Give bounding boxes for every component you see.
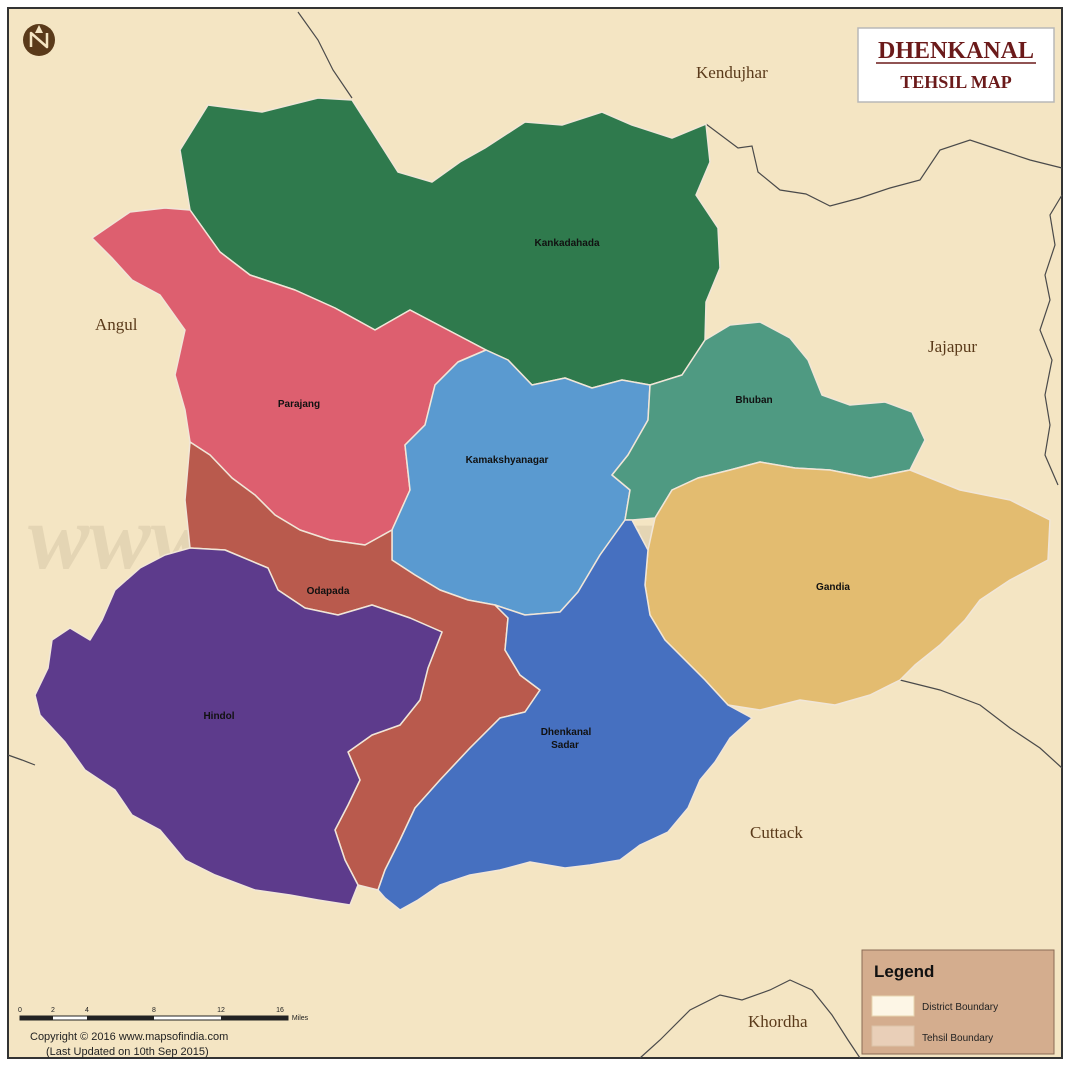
tehsil-region-dhenkanal-sadar[interactable] [377, 519, 753, 911]
copyright-text: Copyright © 2016 www.mapsofindia.com [30, 1031, 228, 1043]
tehsil-label-hindol: Hindol [203, 711, 234, 722]
title-box: DHENKANAL TEHSIL MAP [857, 27, 1055, 103]
scale-unit-label: Miles [292, 1015, 309, 1022]
legend-item-district-boundary: District Boundary [922, 1002, 998, 1013]
tehsil-label-sadar: Sadar [551, 740, 579, 751]
map-title: DHENKANAL [878, 38, 1034, 64]
scale-bar-segment [20, 1016, 53, 1020]
legend-item-tehsil-boundary: Tehsil Boundary [922, 1033, 993, 1044]
map-subtitle: TEHSIL MAP [900, 72, 1012, 92]
neighbor-label-cuttack: Cuttack [750, 823, 803, 842]
district-boundary-line [7, 754, 36, 766]
tehsil-label-odapada: Odapada [307, 586, 350, 597]
district-boundary-line [899, 679, 1063, 769]
scale-tick-label: 8 [152, 1007, 156, 1014]
legend-swatch-tehsil [871, 1025, 915, 1047]
district-boundaries [7, 11, 1063, 1059]
tehsil-regions [34, 97, 1051, 911]
tehsil-region-hindol[interactable] [34, 547, 443, 906]
tehsil-label-dhenkanal: Dhenkanal [541, 727, 592, 738]
scale-tick-label: 2 [51, 1007, 55, 1014]
scale-tick-label: 4 [85, 1007, 89, 1014]
last-updated-text: (Last Updated on 10th Sep 2015) [46, 1046, 209, 1058]
tehsil-label-kankadahada: Kankadahada [534, 238, 599, 249]
district-boundary-line [639, 979, 861, 1059]
legend-title: Legend [874, 962, 934, 981]
scale-bar-segment [221, 1016, 288, 1020]
scale-tick-label: 0 [18, 1007, 22, 1014]
tehsil-label-parajang: Parajang [278, 399, 320, 410]
legend: Legend District Boundary Tehsil Boundary [861, 949, 1055, 1055]
scale-tick-label: 12 [217, 1007, 225, 1014]
north-arrow-icon [23, 24, 55, 56]
neighbor-label-khordha: Khordha [748, 1012, 808, 1031]
district-boundary-line [705, 123, 1063, 207]
district-boundary-line [1039, 194, 1063, 486]
compass-arrow [35, 25, 43, 33]
district-boundary-line [297, 11, 353, 99]
scale-tick-label: 16 [276, 1007, 284, 1014]
neighbor-label-angul: Angul [95, 315, 138, 334]
scale-bar: 0 2 4 8 12 16 Miles [18, 1007, 309, 1022]
neighbor-label-jajapur: Jajapur [928, 337, 977, 356]
compass-n-glyph [29, 31, 49, 49]
tehsil-label-bhuban: Bhuban [735, 395, 772, 406]
title-box-background [857, 27, 1055, 103]
tehsil-label-kamakshyanagar: Kamakshyanagar [466, 455, 549, 466]
neighbor-label-kendujhar: Kendujhar [696, 63, 768, 82]
legend-swatch-district [871, 995, 915, 1017]
tehsil-label-gandia: Gandia [816, 582, 850, 593]
scale-bar-segment [87, 1016, 154, 1020]
